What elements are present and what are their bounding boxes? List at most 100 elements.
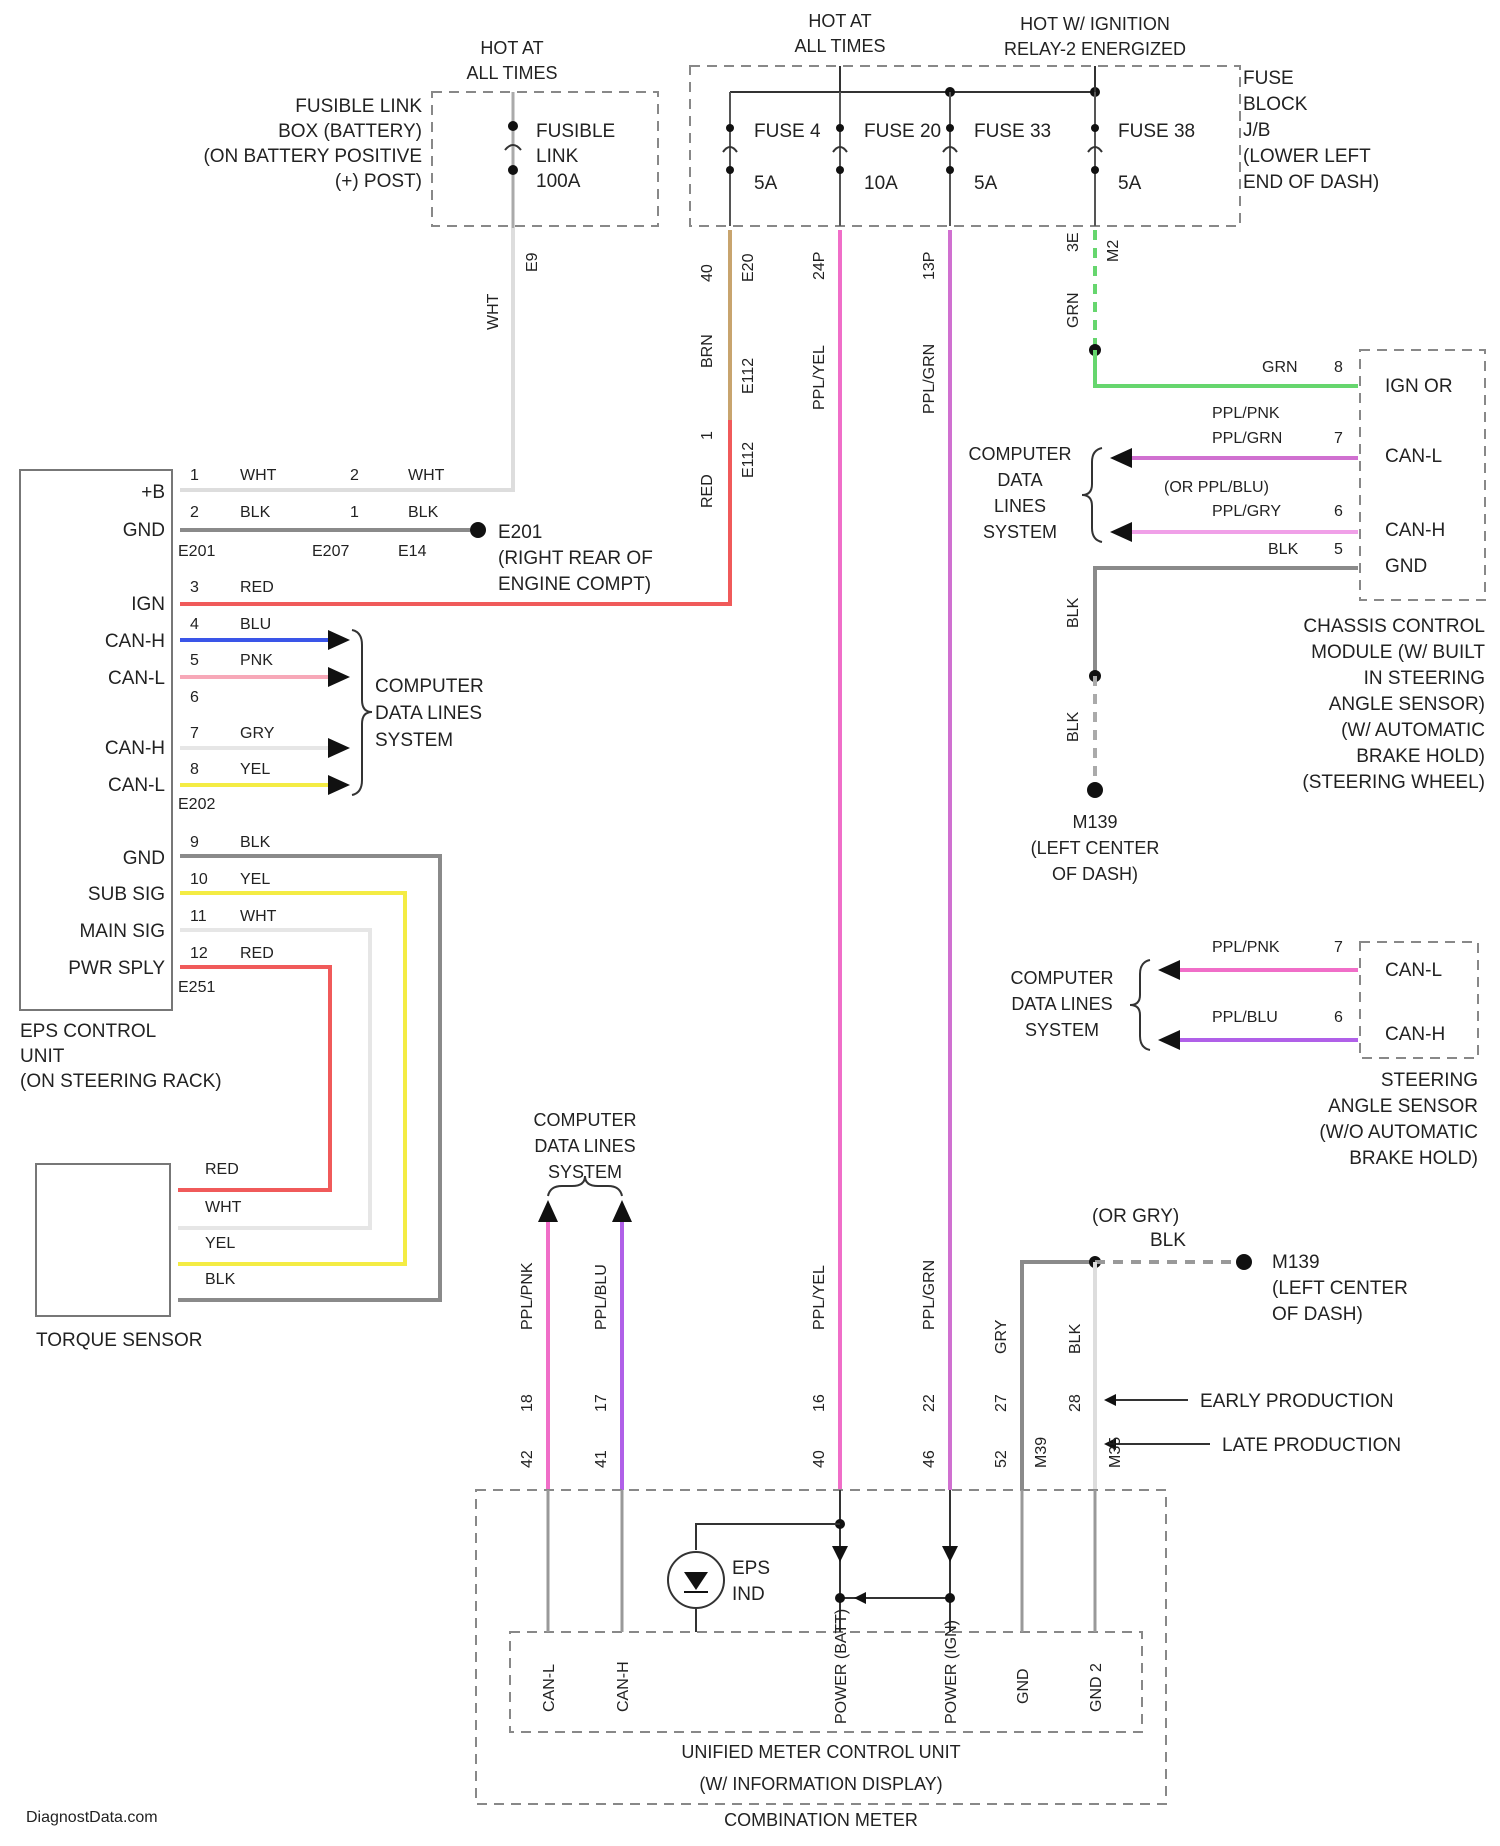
svg-text:(STEERING WHEEL): (STEERING WHEEL)	[1302, 772, 1485, 793]
svg-text:SUB SIG: SUB SIG	[88, 884, 165, 905]
svg-text:PWR SPLY: PWR SPLY	[68, 958, 165, 979]
svg-text:EPS CONTROL: EPS CONTROL	[20, 1021, 156, 1042]
svg-text:40: 40	[811, 1450, 828, 1468]
svg-text:WHT: WHT	[240, 908, 277, 925]
svg-text:HOT AT: HOT AT	[808, 11, 871, 31]
svg-text:8: 8	[190, 761, 199, 778]
svg-text:7: 7	[1334, 430, 1343, 447]
connector-label: E20	[740, 253, 757, 282]
svg-text:ALL TIMES: ALL TIMES	[794, 36, 885, 56]
svg-text:+B: +B	[141, 482, 165, 503]
svg-text:COMBINATION METER: COMBINATION METER	[724, 1810, 918, 1830]
svg-text:BLK: BLK	[1268, 541, 1299, 558]
svg-text:(+) POST): (+) POST)	[335, 171, 422, 192]
meter-ground-label: M139 (LEFT CENTER OF DASH)	[1272, 1252, 1408, 1325]
svg-text:CAN-L: CAN-L	[1385, 446, 1442, 467]
svg-text:46: 46	[921, 1450, 938, 1468]
svg-text:PPL/GRN: PPL/GRN	[1212, 430, 1282, 447]
svg-text:YEL: YEL	[240, 871, 270, 888]
fusible-link-location-label: FUSIBLE LINK BOX (BATTERY) (ON BATTERY P…	[203, 96, 422, 192]
svg-text:GND: GND	[123, 520, 165, 541]
svg-text:BLU: BLU	[240, 616, 271, 633]
wire-color-label: BRN	[699, 334, 716, 368]
svg-text:DATA: DATA	[997, 470, 1042, 490]
svg-text:8: 8	[1334, 359, 1343, 376]
svg-text:POWER (BATT): POWER (BATT)	[833, 1609, 850, 1724]
wire-color-label: BLK	[1065, 711, 1082, 742]
svg-text:ANGLE SENSOR): ANGLE SENSOR)	[1329, 694, 1485, 715]
svg-text:GRY: GRY	[240, 725, 275, 742]
arrow-icon	[1158, 960, 1180, 980]
svg-text:END OF DASH): END OF DASH)	[1243, 172, 1379, 193]
fuse-33-name: FUSE 33	[974, 121, 1051, 142]
svg-text:E201: E201	[178, 543, 215, 560]
svg-text:E14: E14	[398, 543, 427, 560]
svg-text:CAN-H: CAN-H	[105, 631, 165, 652]
svg-text:CAN-H: CAN-H	[105, 738, 165, 759]
ground-m139	[1087, 782, 1103, 798]
svg-text:41: 41	[593, 1450, 610, 1468]
meter-wire-labels: PPL/PNK 18 42 PPL/BLU 17 41 PPL/YEL 16 4…	[519, 1260, 1124, 1468]
svg-text:PPL/GRY: PPL/GRY	[1212, 503, 1281, 520]
svg-text:11: 11	[190, 908, 207, 925]
svg-text:SYSTEM: SYSTEM	[375, 730, 453, 751]
meter-pin-labels: CAN-L CAN-H POWER (BATT) POWER (IGN) GND…	[541, 1609, 1105, 1724]
svg-text:IGN OR: IGN OR	[1385, 376, 1453, 397]
steering-pin-can-h: CAN-H	[1385, 1024, 1445, 1045]
led-icon	[684, 1572, 708, 1590]
fuse-block-box	[690, 66, 1240, 226]
svg-text:ENGINE COMPT): ENGINE COMPT)	[498, 574, 651, 595]
fuse-38-rating: 5A	[1118, 173, 1142, 194]
steering-data-lines-label: COMPUTER DATA LINES SYSTEM	[1011, 968, 1114, 1040]
svg-text:PPL/GRN: PPL/GRN	[921, 1260, 938, 1330]
hot-label-right: HOT W/ IGNITION RELAY-2 ENERGIZED	[1004, 14, 1186, 59]
svg-text:PPL/YEL: PPL/YEL	[811, 1265, 828, 1330]
svg-text:(LEFT CENTER: (LEFT CENTER	[1272, 1278, 1408, 1299]
arrow-icon	[1104, 1394, 1116, 1406]
svg-text:CAN-H: CAN-H	[615, 1661, 632, 1712]
connector-label: E112	[740, 442, 757, 478]
svg-text:BLK: BLK	[1067, 1323, 1084, 1354]
svg-text:(W/ INFORMATION DISPLAY): (W/ INFORMATION DISPLAY)	[699, 1774, 942, 1794]
wire-wht-fusible	[380, 228, 513, 490]
svg-text:100A: 100A	[536, 171, 581, 192]
arrow-up-icon	[538, 1200, 558, 1222]
meter-data-lines-label: COMPUTER DATA LINES SYSTEM	[534, 1110, 637, 1182]
arrow-up-icon	[612, 1200, 632, 1222]
svg-text:M39: M39	[1033, 1437, 1050, 1468]
svg-text:CHASSIS CONTROL: CHASSIS CONTROL	[1303, 616, 1485, 637]
fuse-4-name: FUSE 4	[754, 121, 821, 142]
chassis-module-pins: IGN OR CAN-L CAN-H GND	[1385, 376, 1453, 577]
svg-text:RED: RED	[240, 945, 274, 962]
svg-text:ANGLE SENSOR: ANGLE SENSOR	[1328, 1096, 1478, 1117]
svg-text:RED: RED	[240, 579, 274, 596]
svg-text:COMPUTER: COMPUTER	[969, 444, 1072, 464]
svg-text:PPL/PNK: PPL/PNK	[1212, 405, 1280, 422]
svg-text:YEL: YEL	[240, 761, 270, 778]
svg-text:(LEFT CENTER: (LEFT CENTER	[1031, 838, 1160, 858]
svg-text:GND 2: GND 2	[1088, 1663, 1105, 1712]
chassis-module-label: CHASSIS CONTROL MODULE (W/ BUILT IN STEE…	[1302, 616, 1485, 793]
arrow-icon	[1158, 1030, 1180, 1050]
svg-text:GND: GND	[123, 848, 165, 869]
svg-text:LINES: LINES	[994, 496, 1046, 516]
arrow-icon	[854, 1592, 866, 1604]
svg-text:IN STEERING: IN STEERING	[1364, 668, 1485, 689]
pin-label: 3E	[1065, 232, 1082, 252]
eps-data-lines-label: COMPUTER DATA LINES SYSTEM	[375, 676, 484, 751]
svg-text:DATA LINES: DATA LINES	[534, 1136, 635, 1156]
arrow-icon	[328, 738, 350, 758]
svg-text:1: 1	[350, 504, 359, 521]
svg-text:E201: E201	[498, 522, 542, 543]
pin-label: 24P	[811, 252, 828, 280]
svg-text:OF DASH): OF DASH)	[1052, 864, 1138, 884]
svg-text:PPL/PNK: PPL/PNK	[1212, 939, 1280, 956]
svg-text:DATA LINES: DATA LINES	[375, 703, 482, 724]
arrow-icon	[328, 775, 350, 795]
svg-text:BOX (BATTERY): BOX (BATTERY)	[278, 121, 422, 142]
steering-pin-can-l: CAN-L	[1385, 960, 1442, 981]
svg-text:BLK: BLK	[408, 504, 439, 521]
svg-text:(ON STEERING RACK): (ON STEERING RACK)	[20, 1071, 222, 1092]
svg-text:E207: E207	[312, 543, 349, 560]
svg-text:WHT: WHT	[240, 467, 277, 484]
